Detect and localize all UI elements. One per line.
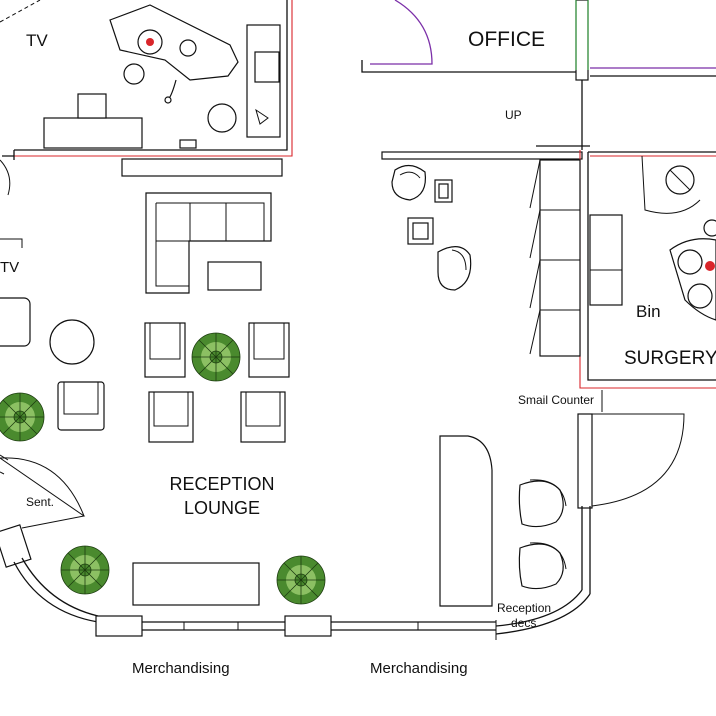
surgery-door-swing [641,155,701,214]
chair-near-stair [391,164,427,201]
merchandising-label-left: Merchandising [132,660,230,677]
door-swing-right [591,413,685,507]
reception-desk-area: Reception decs [439,435,567,630]
left-wall-area: TV [0,238,105,475]
dental-chair-icon [109,4,239,104]
door-leaf [577,413,593,509]
tv-label-top: TV [26,31,48,50]
merchandising-label-right: Merchandising [370,660,468,677]
plant-icon [276,555,326,605]
window-mullion [284,615,332,637]
door-swing-left [0,159,11,196]
sent-label: Sent. [26,495,54,509]
reception-title-line2: LOUNGE [184,498,260,518]
small-counter-label: Smail Counter [518,393,594,407]
surgery-title: SURGERY [624,348,716,369]
bin-label: Bin [636,302,661,321]
cabinet [43,117,143,149]
armchair-1 [144,322,186,378]
office-door-swing [370,0,433,65]
office-title: OFFICE [468,28,545,51]
bench-top [121,158,283,177]
office-area: OFFICE [361,0,716,150]
lounge-seating [144,192,290,443]
reception-desk-label-2: decs [511,616,536,630]
surgery-cabinets [529,159,581,357]
window-mullion [95,615,143,637]
lamp-icon [255,108,269,125]
armchair-3 [148,391,194,443]
tv-dashed-line [0,0,41,23]
armchair-left [57,381,105,431]
armchair-4 [240,391,286,443]
foot-pedal [179,139,197,149]
surgery-room: Bin SURGERY [529,150,716,389]
sent-door: Sent. [0,457,86,568]
surgery-counter [589,214,623,306]
reception-title-line1: RECEPTION [169,474,274,494]
plant-icon [60,545,110,595]
armchair-left-edge [0,297,31,347]
top-left-room: TV [0,0,293,196]
column [575,0,589,81]
coffee-table [207,261,262,291]
reception-desk-label-1: Reception [497,601,551,615]
merchandising-table [132,562,260,606]
sink [254,51,280,83]
plant-icon [0,392,45,442]
desk-chair-2 [518,543,564,590]
round-table [49,319,95,365]
small-counter-area: Smail Counter [518,390,685,509]
desk-chair-1 [518,480,564,528]
chair-lounge-right [437,246,472,291]
round-stool [207,103,237,133]
plants [0,332,326,605]
stair-rail [381,151,583,160]
front-glazing [13,506,591,640]
reception-desk [439,435,493,607]
plant-icon [191,332,241,382]
armchair-2 [248,322,290,378]
up-label: UP [505,108,522,122]
door-jamb [0,524,32,568]
surgery-chair-icon [669,219,716,321]
monitor-stand [77,93,107,119]
stair-area: UP [381,108,590,291]
tv-label-left: TV [0,259,19,276]
